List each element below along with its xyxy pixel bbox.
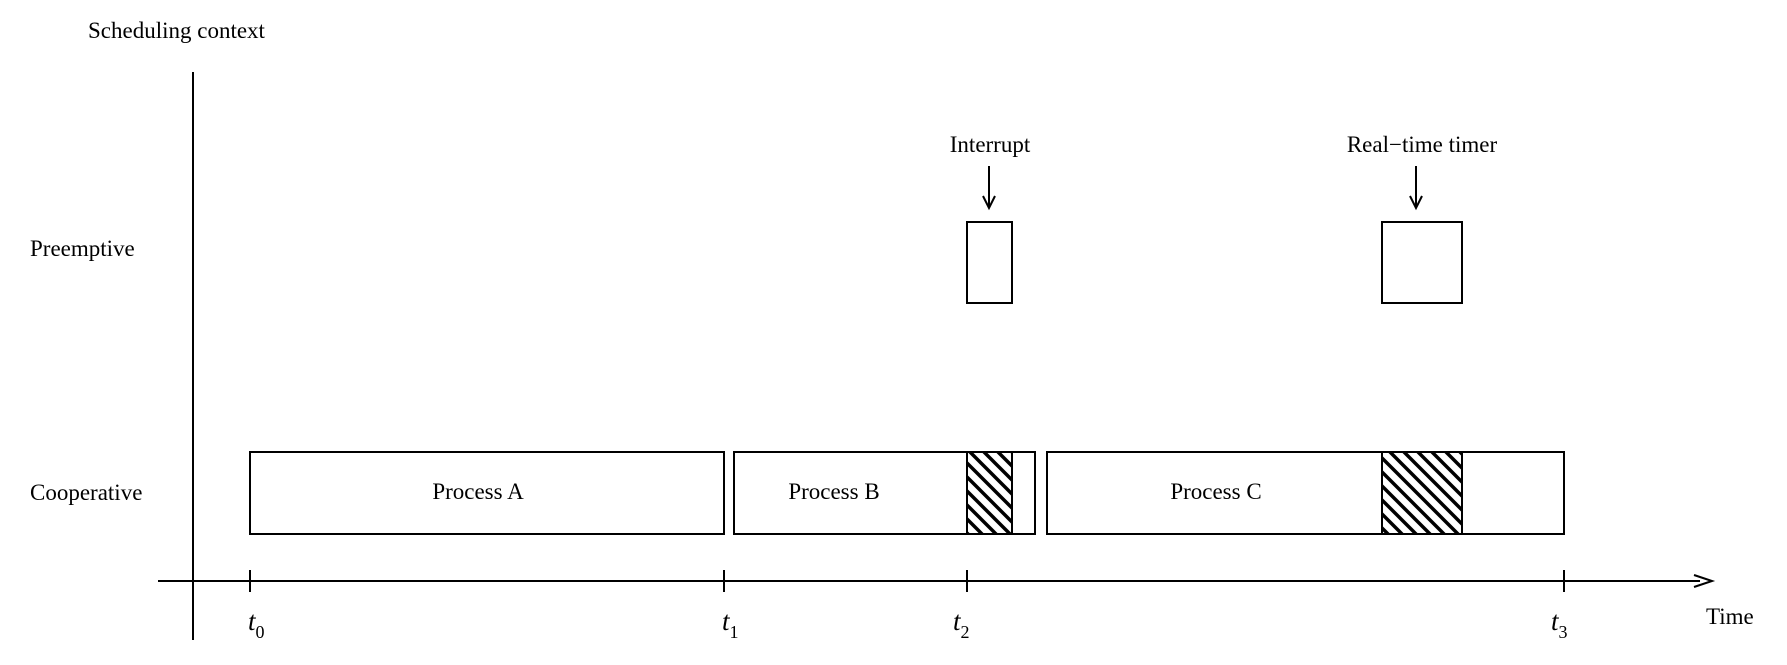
timer-handler-box [1381,221,1463,304]
x-axis-title: Time [1706,604,1754,629]
interrupt-arrow-icon [982,195,996,211]
timer-arrow-icon [1409,195,1423,211]
interrupt-handler-box [966,221,1013,304]
row-label-cooperative: Cooperative [30,480,142,505]
process-a-box [249,451,725,535]
tick-label-t1: t1 [722,606,739,642]
process-b-label: Process B [788,479,879,504]
tick-label-t2: t2 [953,606,970,642]
timer-label: Real−time timer [1347,132,1498,157]
process-c-label: Process C [1170,479,1261,504]
tick-label-t3: t3 [1551,606,1568,642]
process-b-preempted-hatch [966,451,1013,535]
x-axis-arrow-icon [1693,574,1716,588]
process-c-box [1046,451,1565,535]
interrupt-label: Interrupt [950,132,1031,157]
y-axis-title: Scheduling context [88,18,266,43]
process-a-label: Process A [432,479,524,504]
process-c-preempted-hatch [1381,451,1463,535]
tick-label-t0: t0 [248,606,265,642]
row-label-preemptive: Preemptive [30,236,135,261]
